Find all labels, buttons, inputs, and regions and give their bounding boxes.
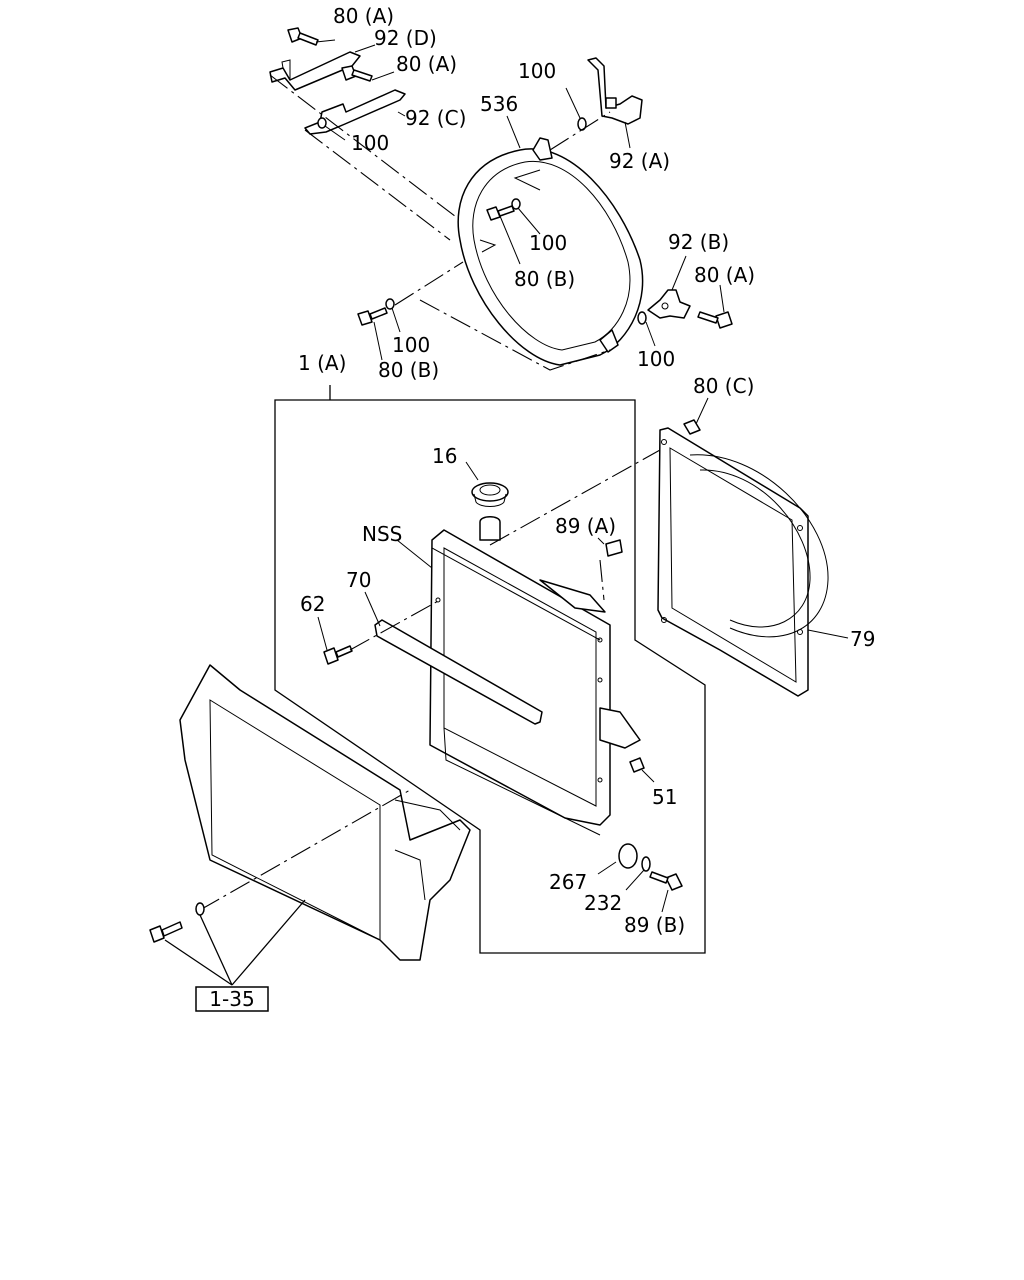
label-92a: 92 (A) [609, 149, 670, 173]
label-100-center: 100 [529, 231, 567, 255]
bolt-80b-left [357, 307, 388, 326]
washer-intercooler [195, 902, 205, 916]
label-92b: 92 (B) [668, 230, 729, 254]
label-89b: 89 (B) [624, 913, 685, 937]
radiator-core [429, 516, 641, 836]
bracket-92b [647, 289, 691, 319]
bracket-92d [269, 51, 361, 91]
bolt-80a-mid [341, 65, 373, 82]
label-92c: 92 (C) [405, 106, 466, 130]
bolt-89a [605, 539, 623, 557]
bolt-89b [649, 871, 683, 891]
label-100-topleft: 100 [351, 131, 389, 155]
label-nss: NSS [362, 522, 402, 546]
label-80a-mid: 80 (A) [396, 52, 457, 76]
assembly-1a-outline [274, 385, 706, 954]
bolt-51 [629, 757, 645, 773]
label-89a: 89 (A) [555, 514, 616, 538]
label-536: 536 [480, 92, 518, 116]
washer-100-topleft [317, 117, 327, 129]
label-80b-center: 80 (B) [514, 267, 575, 291]
bracket-92a [587, 57, 643, 125]
bolt-intercooler [149, 921, 183, 943]
label-51: 51 [652, 785, 677, 809]
washer-232 [641, 856, 651, 872]
label-16: 16 [432, 444, 457, 468]
label-100-left: 100 [392, 333, 430, 357]
bolt-80c [683, 419, 701, 435]
bolt-80b-center [486, 205, 515, 221]
washer-100-center [511, 198, 521, 210]
washer-100-left [385, 298, 395, 310]
radiator-cap-16 [471, 482, 509, 507]
label-100-top: 100 [518, 59, 556, 83]
fan-shroud-536 [457, 137, 644, 366]
label-62: 62 [300, 592, 325, 616]
label-232: 232 [584, 891, 622, 915]
stay-70 [374, 619, 543, 725]
cushion-267 [618, 843, 638, 869]
fan-guide-79 [657, 427, 829, 697]
label-80c: 80 (C) [693, 374, 754, 398]
bracket-92c [304, 89, 406, 135]
bolt-80a-top [287, 27, 319, 46]
label-80a-top: 80 (A) [333, 4, 394, 28]
label-100-right: 100 [637, 347, 675, 371]
label-1a: 1 (A) [298, 351, 346, 375]
intercooler [179, 664, 471, 961]
bolt-62 [323, 645, 353, 665]
label-80a-right: 80 (A) [694, 263, 755, 287]
bolt-80a-right [697, 311, 733, 329]
label-80b-left: 80 (B) [378, 358, 439, 382]
ref-box-1-35 [195, 986, 269, 1012]
label-92d: 92 (D) [374, 26, 437, 50]
label-79: 79 [850, 627, 875, 651]
washer-100-right [637, 311, 647, 325]
label-70: 70 [346, 568, 371, 592]
ref-box-text: 1-35 [209, 987, 254, 1011]
label-267: 267 [549, 870, 587, 894]
